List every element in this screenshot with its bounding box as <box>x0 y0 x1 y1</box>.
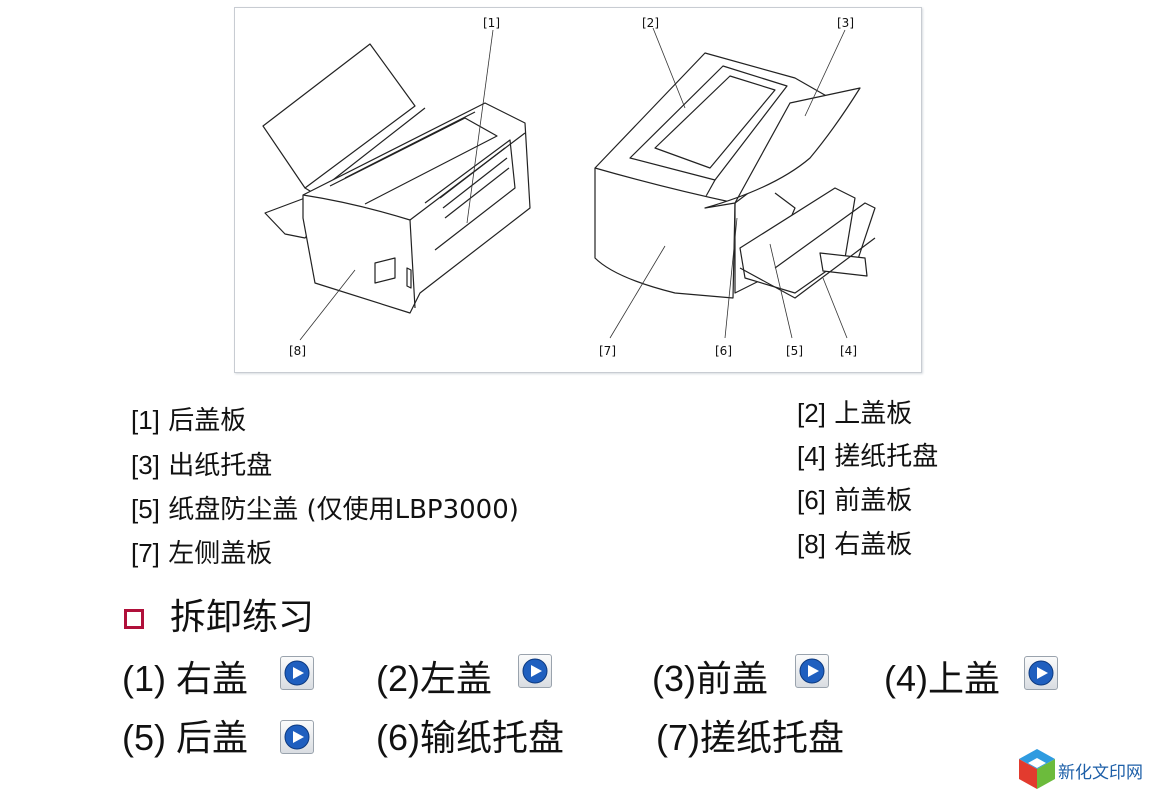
play-icon <box>522 658 548 684</box>
exercise-label: 输纸托盘 <box>420 718 565 759</box>
callout-2: [2] <box>642 16 659 30</box>
callout-3: [3] <box>837 16 854 30</box>
exercise-number: (7) <box>656 717 700 758</box>
legend-number: [8] <box>797 529 826 559</box>
printer-line-drawing <box>262 27 876 341</box>
legend-text: 搓纸托盘 <box>834 442 939 472</box>
legend-number: [4] <box>797 441 826 471</box>
exercise-number: (4) <box>884 658 928 699</box>
callout-7: [7] <box>599 344 616 358</box>
callout-1: [1] <box>483 16 500 30</box>
play-button-top-cover[interactable] <box>1024 656 1058 690</box>
exercise-item: (4)上盖 <box>884 658 1000 701</box>
exercise-number: (6) <box>376 717 420 758</box>
callout-5: [5] <box>786 344 803 358</box>
legend-item: [8] 右盖板 <box>797 529 912 560</box>
legend-text: 上盖板 <box>834 399 913 429</box>
legend-text: 左侧盖板 <box>168 539 273 569</box>
play-button-rear-cover[interactable] <box>280 720 314 754</box>
printer-diagram: [1] [2] [3] [4] [5] [6] [7] [8] <box>234 7 922 373</box>
exercise-label: 上盖 <box>928 659 1001 700</box>
exercise-item: (2)左盖 <box>376 658 492 701</box>
legend-item: [4] 搓纸托盘 <box>797 441 938 472</box>
play-button-right-cover[interactable] <box>280 656 314 690</box>
play-icon <box>284 660 310 686</box>
legend-number: [1] <box>131 405 160 435</box>
callout-8: [8] <box>289 344 306 358</box>
play-button-front-cover[interactable] <box>795 654 829 688</box>
exercise-label: 左盖 <box>420 659 493 700</box>
exercise-label: 搓纸托盘 <box>700 718 845 759</box>
exercise-item: (3)前盖 <box>652 658 768 701</box>
exercise-number: (5) <box>122 717 176 758</box>
logo-text: 新化文印网 <box>1058 763 1143 783</box>
section-title: 拆卸练习 <box>170 597 314 639</box>
exercise-label: 右盖 <box>176 659 249 700</box>
legend-number: [5] <box>131 494 160 524</box>
play-icon <box>1028 660 1054 686</box>
legend-item: [7] 左侧盖板 <box>131 538 272 569</box>
exercise-label: 后盖 <box>176 718 249 759</box>
exercise-item: (7)搓纸托盘 <box>656 717 844 760</box>
exercise-number: (2) <box>376 658 420 699</box>
exercise-number: (1) <box>122 658 176 699</box>
legend-text: 后盖板 <box>168 406 247 436</box>
callout-6: [6] <box>715 344 732 358</box>
legend-item: [3] 出纸托盘 <box>131 450 272 481</box>
exercise-item: (6)输纸托盘 <box>376 717 564 760</box>
exercise-item: (1) 右盖 <box>122 658 248 701</box>
legend-number: [3] <box>131 450 160 480</box>
cube-logo-icon <box>1019 749 1055 789</box>
legend-item: [1] 后盖板 <box>131 405 246 436</box>
section-title-text: 拆卸练习 <box>170 597 315 638</box>
legend-item: [6] 前盖板 <box>797 485 912 516</box>
play-button-left-cover[interactable] <box>518 654 552 688</box>
legend-number: [2] <box>797 398 826 428</box>
legend-text: 出纸托盘 <box>168 451 273 481</box>
legend-text: 右盖板 <box>834 530 913 560</box>
exercise-number: (3) <box>652 658 696 699</box>
play-icon <box>799 658 825 684</box>
exercise-item: (5) 后盖 <box>122 717 248 760</box>
play-icon <box>284 724 310 750</box>
legend-number: [7] <box>131 538 160 568</box>
legend-item: [5] 纸盘防尘盖 (仅使用LBP3000) <box>131 494 519 525</box>
exercise-label: 前盖 <box>696 659 769 700</box>
legend-number: [6] <box>797 485 826 515</box>
callout-4: [4] <box>840 344 857 358</box>
legend-text: 纸盘防尘盖 (仅使用LBP3000) <box>168 495 519 525</box>
legend-item: [2] 上盖板 <box>797 398 912 429</box>
legend-text: 前盖板 <box>834 486 913 516</box>
square-bullet-icon <box>124 609 144 629</box>
